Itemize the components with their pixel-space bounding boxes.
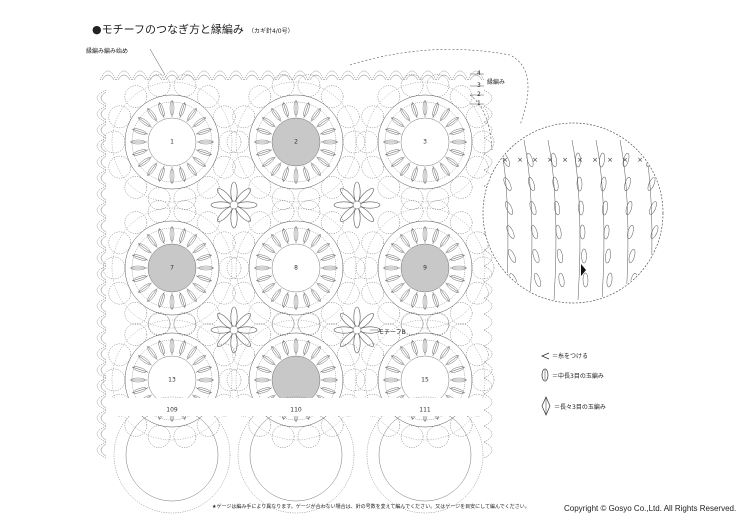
motif-b-flower [333, 181, 381, 229]
motif-number: 9 [423, 265, 427, 272]
copyright-notice: Copyright © Gosyo Co.,Ltd. All Rights Re… [564, 504, 737, 513]
motif-7: 7 [102, 200, 242, 336]
svg-text:×: × [637, 156, 643, 164]
motif-b-flower [333, 306, 381, 354]
motif-number: 13 [168, 377, 176, 384]
svg-text:×: × [592, 156, 598, 164]
edge-rows-label: 縁編み [487, 79, 506, 86]
legend-item-puff: ＝中長3目の玉編み [540, 368, 604, 382]
row-mark-1: 1 [477, 100, 481, 107]
motif-b-flower [210, 306, 258, 354]
motif-b-flower [210, 181, 258, 229]
puff-3-icon [541, 368, 549, 382]
motif-b-label: モチーフB [378, 329, 406, 336]
motif-3: 3 [355, 74, 495, 210]
svg-text:×: × [532, 156, 538, 164]
motif-number: 111 [419, 407, 431, 414]
motif-15: 15 [355, 312, 495, 448]
edge-start-label: 縁編み編み始め [86, 48, 129, 55]
motif-13: 13 [102, 312, 242, 448]
gauge-footnote: ★ゲージは編み手により異なります。ゲージが合わない場合は、針の号数を変えて編んで… [212, 504, 530, 510]
motif-1: 1 [102, 74, 242, 210]
motif-grid: 123789131415109110111 [100, 74, 520, 514]
title-text: ●モチーフのつなぎ方と縁編み [92, 23, 244, 36]
motif-number: 7 [170, 265, 174, 272]
title-hook-size: （カギ針4/0号） [247, 28, 294, 35]
detail-magnifier: × × × × × × × × × × [482, 122, 664, 304]
svg-text:×: × [607, 156, 613, 164]
legend-item-join-yarn: ＝糸をつける [540, 351, 588, 360]
svg-text:×: × [547, 156, 553, 164]
joining-motifs [210, 181, 381, 354]
legend-text: ＝中長3目の玉編み [552, 372, 604, 380]
motif-number: 15 [421, 377, 429, 384]
row-mark-4: 4 [477, 70, 481, 77]
svg-text:×: × [517, 156, 523, 164]
row-mark-2: 2 [477, 91, 481, 98]
bobble-3-icon [541, 396, 551, 416]
motif-2: 2 [226, 74, 366, 210]
leader-lines [149, 48, 529, 331]
row-mark-3: 3 [477, 82, 481, 89]
bottom-row: 109 110 111 [100, 357, 520, 514]
motif-number: 8 [294, 265, 298, 272]
edge-scallops [96, 70, 493, 459]
motif-9: 9 [355, 200, 495, 336]
svg-text:×: × [562, 156, 568, 164]
cut-yarn-icon [540, 352, 550, 359]
legend-text: ＝糸をつける [552, 353, 589, 360]
motif-number: 110 [290, 407, 302, 414]
motif-number: 2 [294, 139, 298, 146]
svg-text:×: × [622, 156, 628, 164]
motif-number: 109 [166, 407, 178, 414]
motif-number: 3 [423, 139, 427, 146]
diagram-title: ●モチーフのつなぎ方と縁編み（カギ針4/0号） [92, 21, 294, 37]
legend-text: ＝長々3目の玉編み [554, 403, 606, 411]
svg-text:×: × [577, 156, 583, 164]
motif-number: 1 [170, 139, 174, 146]
svg-text:×: × [502, 156, 508, 164]
legend-item-bobble: ＝長々3目の玉編み [540, 396, 606, 416]
